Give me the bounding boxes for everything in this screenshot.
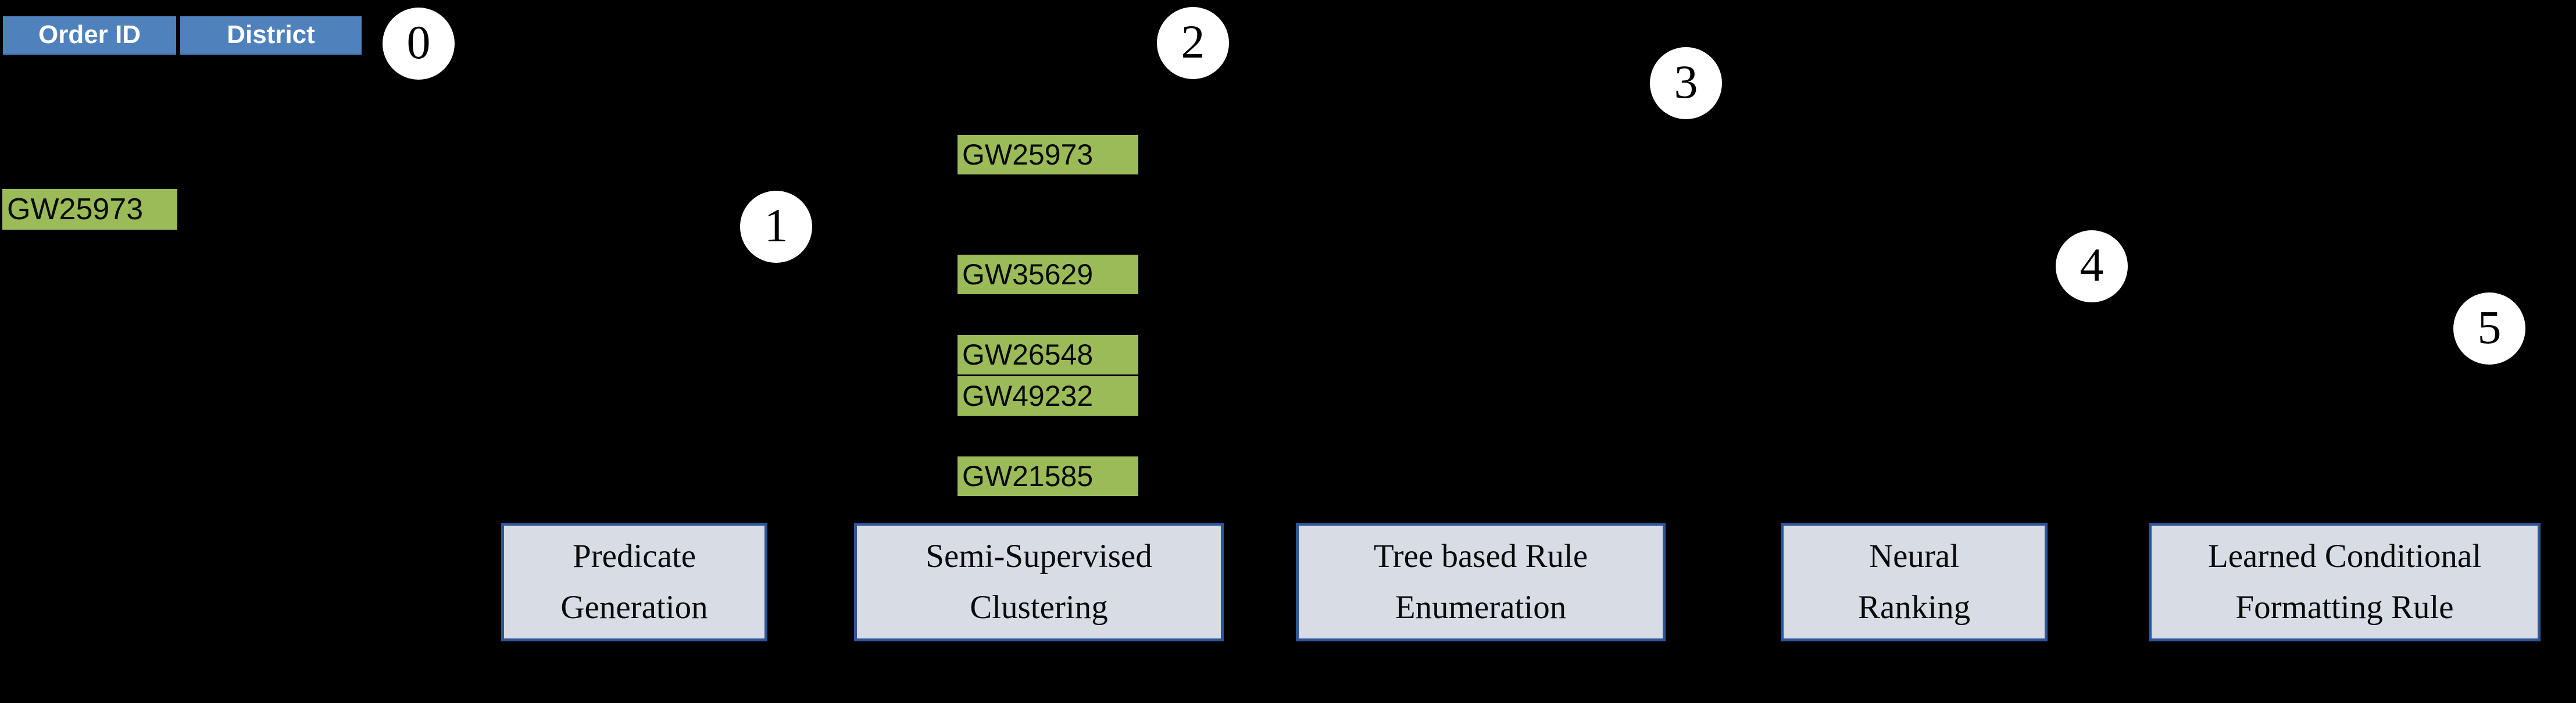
stage-label-line: Learned Conditional [2207,537,2482,574]
cluster-cell: GW35629 [957,255,1138,294]
stage-label-line: Generation [560,589,708,626]
step-badge-2: 2 [1157,7,1229,79]
table-header-order-id: Order ID [3,16,176,55]
stage-label-line: Predicate [572,537,696,574]
stage-box-neural-ranking: Neural Ranking [1781,523,2048,641]
stage-label-line: Clustering [970,589,1108,626]
step-badge-0: 0 [383,8,455,80]
step-badge-4: 4 [2056,230,2128,302]
table-header-district: District [180,16,362,55]
stage-box-tree-based-rule-enumeration: Tree based Rule Enumeration [1296,523,1666,641]
stage-label-line: Neural [1868,537,1960,574]
stage-box-semi-supervised-clustering: Semi-Supervised Clustering [854,523,1224,641]
step-badge-3: 3 [1650,47,1722,119]
cluster-cell: GW25973 [957,135,1138,174]
stage-label-line: Formatting Rule [2235,589,2454,626]
cluster-cell: GW26548 [957,335,1138,374]
stage-label-line: Tree based Rule [1373,537,1588,574]
highlighted-table-cell: GW25973 [2,189,177,230]
stage-box-predicate-generation: Predicate Generation [501,523,767,641]
stage-box-learned-conditional-formatting-rule: Learned Conditional Formatting Rule [2149,523,2541,641]
cluster-cell: GW49232 [957,376,1138,416]
step-badge-5: 5 [2453,292,2525,365]
stage-label-line: Enumeration [1395,589,1567,626]
stage-label-line: Ranking [1857,589,1971,626]
cluster-cell: GW21585 [957,456,1138,496]
step-badge-1: 1 [740,191,812,263]
stage-label-line: Semi-Supervised [926,537,1152,574]
